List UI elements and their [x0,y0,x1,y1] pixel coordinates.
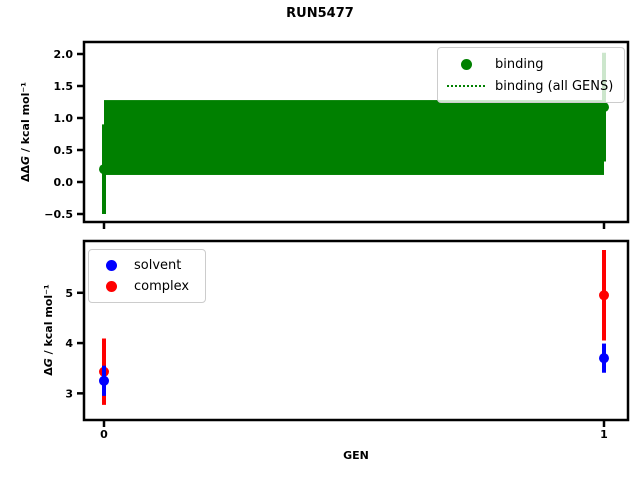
ylabel-units: / kcal mol⁻¹ [42,284,55,359]
ylabel-variable: G [19,155,32,165]
marker-binding-gen0 [99,164,109,175]
legend-swatch [97,260,125,271]
y-tick-label: 0.5 [54,144,74,157]
legend-entry-binding: binding [446,53,616,75]
confidence-band [104,100,604,175]
figure-title: RUN5477 [286,6,354,21]
legend-swatch [446,85,486,87]
y-tick-label: 4 [65,337,73,350]
legend-label-solvent: solvent [134,258,182,273]
legend-entry-solvent: solvent [97,255,197,276]
solvent-dot-icon [105,260,117,271]
y-tick-label: 1.0 [54,112,74,125]
complex-dot-icon [105,281,117,292]
legend-entry-binding-all-gens: binding (all GENS) [446,75,616,97]
dotted-line-icon [447,85,485,87]
ylabel-prefix: Δ [42,367,55,376]
marker-binding-gen1 [599,102,609,113]
legend-label-binding-all-gens: binding (all GENS) [495,78,614,94]
legend-solvent-complex: solvent complex [88,249,206,303]
x-axis-label: GEN [343,449,369,462]
legend-swatch [446,58,486,70]
axes-frame-top [82,40,630,224]
bottom-y-axis-label: ΔG / kcal mol⁻¹ [42,220,58,440]
ylabel-prefix: ΔΔ [19,164,32,183]
marker-solvent-gen0 [99,375,109,386]
y-tick-label: 0.0 [54,176,74,189]
ylabel-variable: G [42,358,55,368]
y-tick-label: 1.5 [54,80,74,93]
y-tick-label: 5 [65,287,73,300]
legend-binding: binding binding (all GENS) [437,47,625,103]
y-tick-label: −0.5 [44,208,73,221]
axes-frame-bottom [82,239,630,422]
legend-label-binding: binding [495,56,544,72]
binding-dot-icon [460,58,472,70]
marker-complex-gen1 [599,290,609,301]
y-tick-label: 3 [65,387,73,400]
x-tick-label: 1 [600,428,608,441]
x-tick-label: 0 [100,428,108,441]
legend-entry-complex: complex [97,276,197,297]
y-tick-label: 2.0 [54,48,74,61]
top-y-axis-label: ΔΔG / kcal mol⁻¹ [19,22,35,242]
marker-solvent-gen1 [599,353,609,364]
legend-swatch [97,281,125,292]
legend-label-complex: complex [134,279,190,294]
ylabel-units: / kcal mol⁻¹ [19,82,32,156]
